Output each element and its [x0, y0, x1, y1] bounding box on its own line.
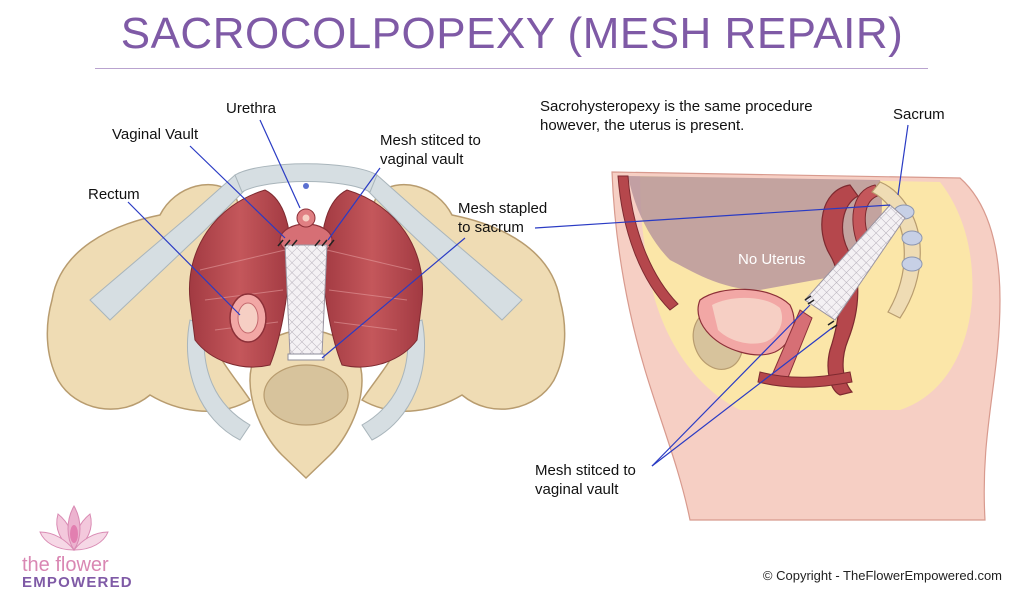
label-mesh-stitched-right-1: Mesh stitced to [535, 462, 636, 479]
brand-name-line1: the flower [22, 554, 109, 576]
label-urethra: Urethra [226, 100, 277, 117]
label-sacrum: Sacrum [893, 106, 945, 123]
mesh-strip-sagittal [804, 204, 906, 321]
abdominal-wall [617, 175, 679, 311]
stitches-right [314, 239, 335, 247]
label-mesh-stitched-left-2: vaginal vault [380, 151, 464, 168]
right-leader-lines [534, 124, 909, 467]
perineal-muscle [757, 371, 853, 388]
page-title: SACROCOLPOPEXY (MESH REPAIR) [120, 9, 904, 58]
title-divider [95, 68, 928, 69]
sacral-body [263, 364, 349, 426]
label-note-line1: Sacrohysteropexy is the same procedure [540, 98, 813, 115]
label-note-line2: however, the uterus is present. [540, 117, 745, 134]
abdominal-cavity [628, 176, 882, 290]
copyright-notice: © Copyright - TheFlowerEmpowered.com [762, 568, 1002, 583]
pubic-ligament [234, 163, 378, 193]
staples-sacrum [287, 353, 325, 361]
clitoris-marker [303, 183, 309, 189]
label-mesh-stapled-1: Mesh stapled [458, 200, 548, 217]
left-leader-lines [127, 119, 466, 359]
label-mesh-stapled-2: to sacrum [458, 219, 524, 236]
label-no-uterus: No Uterus [738, 251, 806, 268]
lotus-icon [39, 504, 109, 551]
pelvic-floor-illustration [46, 163, 566, 480]
brand-name-line2: EMPOWERED [22, 574, 133, 591]
brand-logo: the flower EMPOWERED [20, 500, 160, 591]
mesh-strip-left [284, 244, 328, 356]
label-mesh-stitched-right-2: vaginal vault [535, 481, 619, 498]
label-vaginal-vault: Vaginal Vault [112, 126, 199, 143]
stitches-vault-top [804, 295, 815, 305]
label-rectum: Rectum [88, 186, 140, 203]
stitches-left [277, 239, 298, 247]
sagittal-illustration [611, 171, 1001, 521]
label-mesh-stitched-left-1: Mesh stitced to [380, 132, 481, 149]
